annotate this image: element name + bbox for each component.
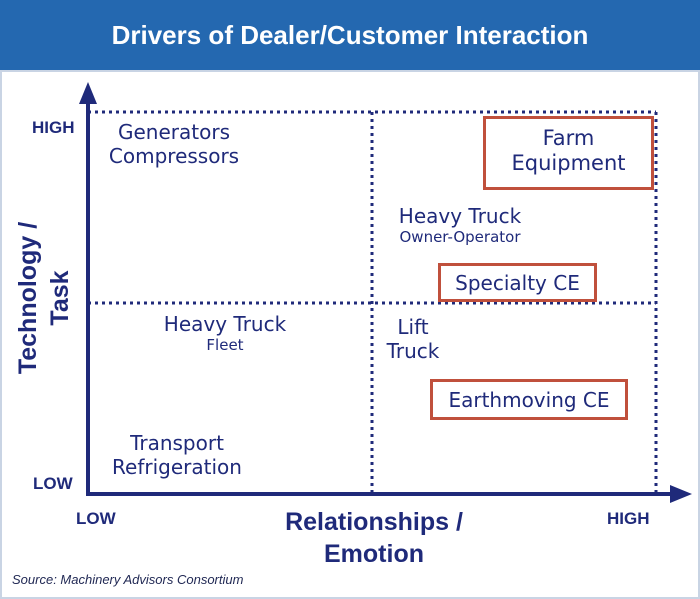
label-lift-truck: Lift Truck (378, 315, 448, 363)
highlight-box-earthmoving-ce (430, 379, 628, 420)
label-farm-equipment: Farm Equipment (486, 126, 651, 176)
y-axis-low-label: LOW (33, 474, 73, 493)
x-axis-arrow (670, 485, 692, 503)
page-title: Drivers of Dealer/Customer Interaction (111, 20, 589, 50)
label-generators: Generators (118, 120, 230, 144)
y-axis-title: Technology / Task (12, 178, 76, 418)
x-axis-title-line1: Relationships / (285, 508, 463, 536)
diagram-frame (0, 70, 700, 599)
y-axis-title-line2: Task (46, 270, 74, 326)
x-axis-high-label: HIGH (607, 509, 650, 528)
label-truck: Truck (386, 339, 440, 363)
label-heavy-truck-fleet: Heavy Truck Fleet (150, 312, 300, 354)
x-axis-title: Relationships / Emotion (256, 506, 492, 570)
header-bar (0, 0, 700, 70)
label-heavy-truck-fleet-line: Heavy Truck (163, 312, 287, 336)
label-generators-compressors: Generators Compressors (98, 120, 250, 168)
label-heavy-truck-oo: Heavy Truck (398, 204, 522, 228)
y-axis-arrow (79, 82, 97, 104)
label-equipment: Equipment (511, 151, 626, 175)
label-compressors: Compressors (108, 144, 240, 168)
label-transport-refrigeration: Transport Refrigeration (98, 431, 256, 479)
label-heavy-truck-owner-operator: Heavy Truck Owner-Operator (384, 204, 536, 246)
y-axis-high-label: HIGH (32, 118, 75, 137)
x-axis-title-line2: Emotion (324, 540, 424, 568)
highlight-box-farm-equipment (483, 116, 654, 190)
y-axis-title-line1: Technology / (14, 221, 42, 375)
source-note: Source: Machinery Advisors Consortium (12, 572, 244, 587)
label-lift: Lift (397, 315, 429, 339)
label-specialty-ce: Specialty CE (455, 271, 580, 295)
label-fleet: Fleet (206, 336, 244, 354)
label-transport: Transport (130, 431, 224, 455)
x-axis-low-label: LOW (76, 509, 116, 528)
label-refrigeration: Refrigeration (112, 455, 242, 479)
label-owner-operator: Owner-Operator (399, 228, 521, 246)
label-earthmoving-ce: Earthmoving CE (448, 388, 610, 412)
highlight-box-specialty-ce (438, 263, 597, 302)
label-farm: Farm (542, 126, 595, 150)
